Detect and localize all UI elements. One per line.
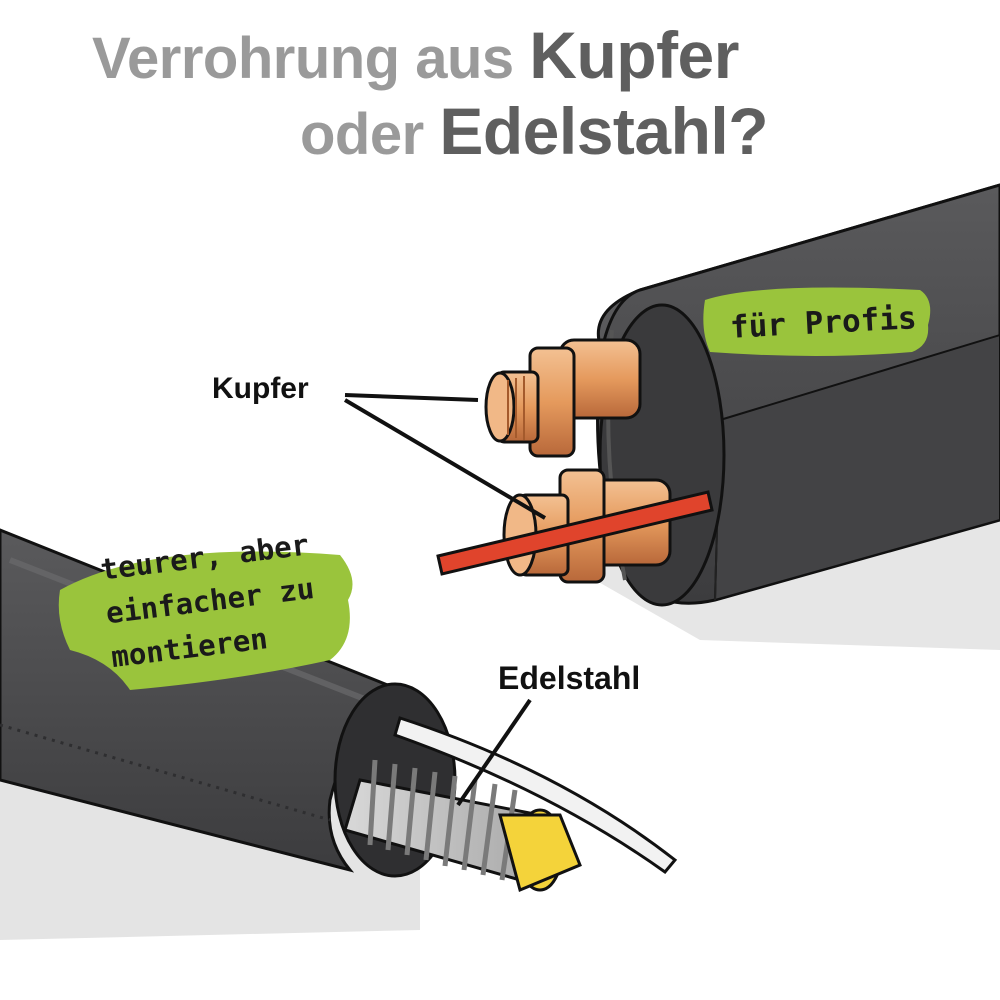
steel-corrugated-hose [343,759,582,893]
page-title-line-2: oder Edelstahl? [300,98,769,167]
pointer-kupfer-lower [343,398,547,520]
title-text-2: oder [300,102,440,167]
badge-cheaper-text: teurer, aber einfacher zu montieren [98,522,322,679]
label-copper: Kupfer [212,372,309,405]
pointer-kupfer-upper [344,393,479,402]
red-cable [436,490,714,576]
copper-fitting-upper [484,338,642,458]
page-title-line-1: Verrohrung aus Kupfer [92,22,739,88]
title-steel: Edelstahl? [439,94,769,168]
title-copper: Kupfer [529,18,739,92]
badge-profis [703,287,931,356]
title-text-1: Verrohrung aus [92,26,530,91]
label-steel: Edelstahl [498,660,641,696]
badge-cheaper [58,551,353,690]
white-cable [393,716,678,875]
pointer-edelstahl [456,698,532,807]
